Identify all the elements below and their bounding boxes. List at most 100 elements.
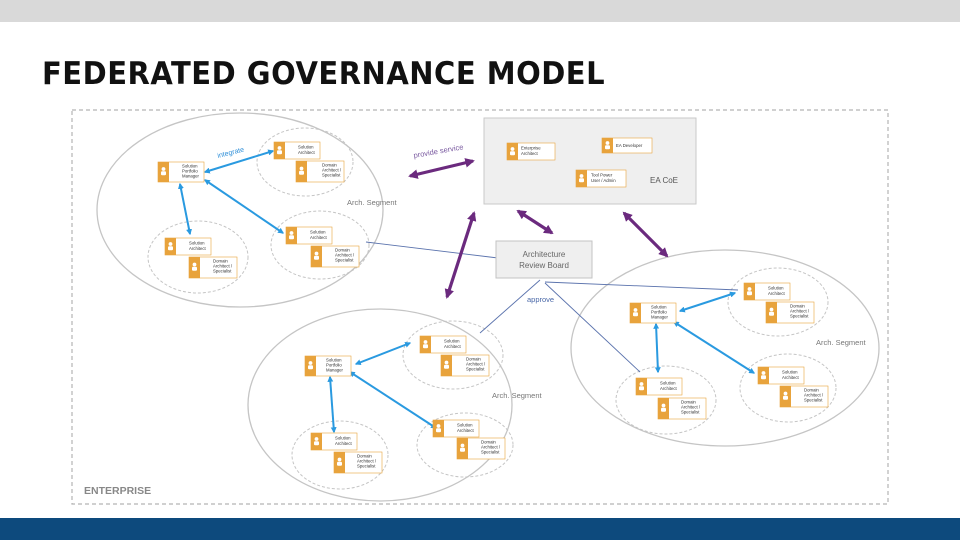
svg-text:User / Admin: User / Admin	[591, 178, 616, 183]
svg-text:Domain: Domain	[790, 304, 805, 309]
person-icon	[277, 146, 282, 155]
arb-label-line-1: Architecture	[523, 250, 566, 259]
svg-text:Domain: Domain	[804, 388, 819, 393]
role-domain-architect: Domain Architect / Specialist	[657, 397, 707, 420]
svg-text:Architect: Architect	[782, 375, 800, 380]
role-solution-portfolio-manager: Solution Portfolio Manager	[304, 355, 352, 377]
svg-text:Manager: Manager	[326, 368, 344, 373]
role-tool-power-user: Tool Power User / Admin	[575, 169, 627, 188]
svg-text:Solution: Solution	[768, 286, 784, 291]
svg-text:Architect /: Architect /	[213, 264, 233, 269]
svg-text:Solution: Solution	[660, 381, 676, 386]
svg-text:Manager: Manager	[182, 174, 200, 179]
svg-text:Architect: Architect	[521, 151, 539, 156]
svg-text:Enterprise: Enterprise	[521, 146, 541, 151]
sub-group	[270, 210, 370, 280]
role-enterprise-architect: Enterprise Architect	[506, 142, 556, 161]
svg-text:Solution: Solution	[782, 370, 798, 375]
blue-arrows	[177, 149, 756, 434]
svg-text:Specialist: Specialist	[481, 450, 500, 455]
segment-label: Arch. Segment	[816, 338, 867, 347]
role-domain-architect: Domain Architect / Specialist	[456, 437, 506, 460]
role-solution-architect: Solution Architect	[635, 377, 683, 396]
role-solution-architect: Solution Architect	[743, 282, 791, 301]
person-icon	[192, 262, 197, 271]
svg-text:Portfolio: Portfolio	[651, 310, 667, 315]
sub-group	[416, 412, 514, 478]
svg-text:Solution: Solution	[189, 241, 205, 246]
svg-text:Manager: Manager	[651, 315, 669, 320]
svg-text:EA Developer: EA Developer	[616, 143, 643, 148]
svg-text:Architect: Architect	[335, 441, 353, 446]
purple-arrows	[408, 158, 669, 299]
svg-text:Solution: Solution	[651, 305, 667, 310]
svg-text:Architect: Architect	[298, 150, 316, 155]
person-icon	[661, 403, 666, 412]
person-icon	[289, 231, 294, 240]
svg-text:Domain: Domain	[481, 440, 496, 445]
svg-text:Architect: Architect	[660, 386, 678, 391]
svg-text:Architect /: Architect /	[681, 405, 701, 410]
svg-text:Architect /: Architect /	[335, 253, 355, 258]
role-domain-architect: Domain Architect / Specialist	[333, 451, 383, 474]
sub-group	[615, 365, 717, 435]
person-icon	[579, 174, 584, 183]
svg-text:Architect: Architect	[444, 344, 462, 349]
svg-text:Solution: Solution	[298, 145, 314, 150]
role-solution-portfolio-manager: Solution Portfolio Manager	[629, 302, 677, 324]
svg-text:Specialist: Specialist	[335, 258, 354, 263]
svg-text:Specialist: Specialist	[466, 367, 485, 372]
svg-text:Specialist: Specialist	[790, 314, 809, 319]
svg-text:Solution: Solution	[444, 339, 460, 344]
person-icon	[436, 424, 441, 433]
arch-segment-3	[570, 249, 880, 447]
svg-text:Architect: Architect	[310, 235, 328, 240]
role-solution-architect: Solution Architect	[757, 366, 805, 385]
svg-text:Architect /: Architect /	[466, 362, 486, 367]
person-icon	[605, 141, 610, 150]
sub-group	[256, 127, 354, 197]
header-bar	[0, 0, 960, 22]
role-solution-architect: Solution Architect	[419, 335, 467, 354]
person-icon	[423, 340, 428, 349]
role-domain-architect: Domain Architect / Specialist	[440, 354, 490, 377]
person-icon	[308, 361, 313, 370]
role-ea-developer: EA Developer	[601, 137, 653, 154]
person-icon	[161, 167, 166, 176]
ea-coe-label: EA CoE	[650, 176, 678, 185]
svg-text:Solution: Solution	[457, 423, 473, 428]
svg-text:Specialist: Specialist	[322, 173, 341, 178]
person-icon	[639, 382, 644, 391]
sub-group	[291, 420, 389, 490]
arb-label-line-2: Review Board	[519, 261, 569, 270]
segment-label: Arch. Segment	[347, 198, 398, 207]
role-domain-architect: Domain Architect / Specialist	[765, 301, 815, 324]
svg-text:Architect /: Architect /	[357, 459, 377, 464]
footer-bar	[0, 518, 960, 540]
svg-text:Solution: Solution	[335, 436, 351, 441]
person-icon	[299, 166, 304, 175]
architecture-review-board	[495, 240, 593, 279]
svg-text:Specialist: Specialist	[804, 398, 823, 403]
person-icon	[314, 251, 319, 260]
arch-segment-1	[96, 112, 384, 308]
segment-label: Arch. Segment	[492, 391, 543, 400]
svg-text:Architect /: Architect /	[322, 168, 342, 173]
svg-text:Architect: Architect	[457, 428, 475, 433]
role-solution-architect: Solution Architect	[273, 141, 321, 160]
person-icon	[633, 308, 638, 317]
svg-text:Architect /: Architect /	[790, 309, 810, 314]
role-solution-architect: Solution Architect	[285, 226, 333, 245]
role-domain-architect: Domain Architect / Specialist	[295, 160, 345, 183]
svg-text:Specialist: Specialist	[681, 410, 700, 415]
person-icon	[337, 457, 342, 466]
provide-service-label: provide service	[413, 142, 464, 160]
svg-text:Domain: Domain	[681, 400, 696, 405]
person-icon	[444, 360, 449, 369]
person-icon	[761, 371, 766, 380]
role-domain-architect: Domain Architect / Specialist	[779, 385, 829, 408]
svg-text:Portfolio: Portfolio	[326, 363, 342, 368]
person-icon	[769, 307, 774, 316]
svg-text:Domain: Domain	[322, 163, 337, 168]
